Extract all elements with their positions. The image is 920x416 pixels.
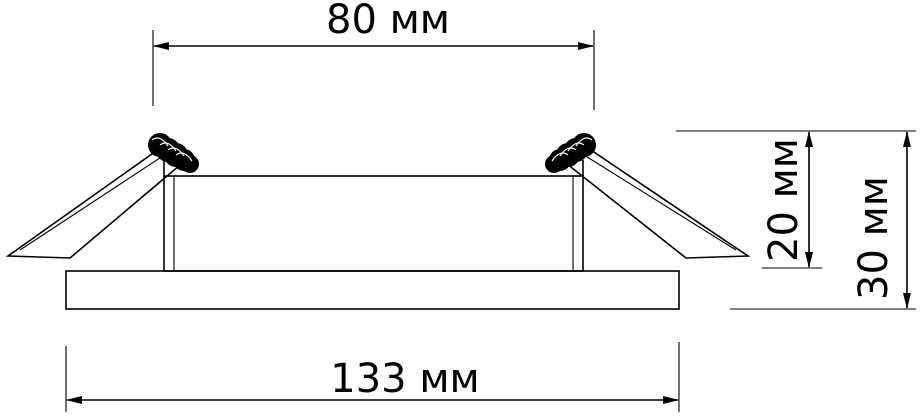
total-height-label: 30 мм — [851, 176, 897, 300]
dimension-heights: 20 мм 30 мм — [676, 130, 916, 310]
right-spring-clip — [545, 133, 751, 259]
top-width-label: 80 мм — [326, 0, 450, 43]
left-spring-clip — [5, 133, 199, 259]
dimension-top-width: 80 мм — [152, 0, 595, 110]
bottom-width-label: 133 мм — [330, 356, 479, 402]
inner-height-label: 20 мм — [761, 138, 807, 262]
dimension-bottom-width: 133 мм — [65, 342, 680, 412]
lamp-housing — [163, 175, 584, 272]
left-spring-coil — [148, 133, 199, 173]
lamp-flange — [65, 270, 680, 310]
